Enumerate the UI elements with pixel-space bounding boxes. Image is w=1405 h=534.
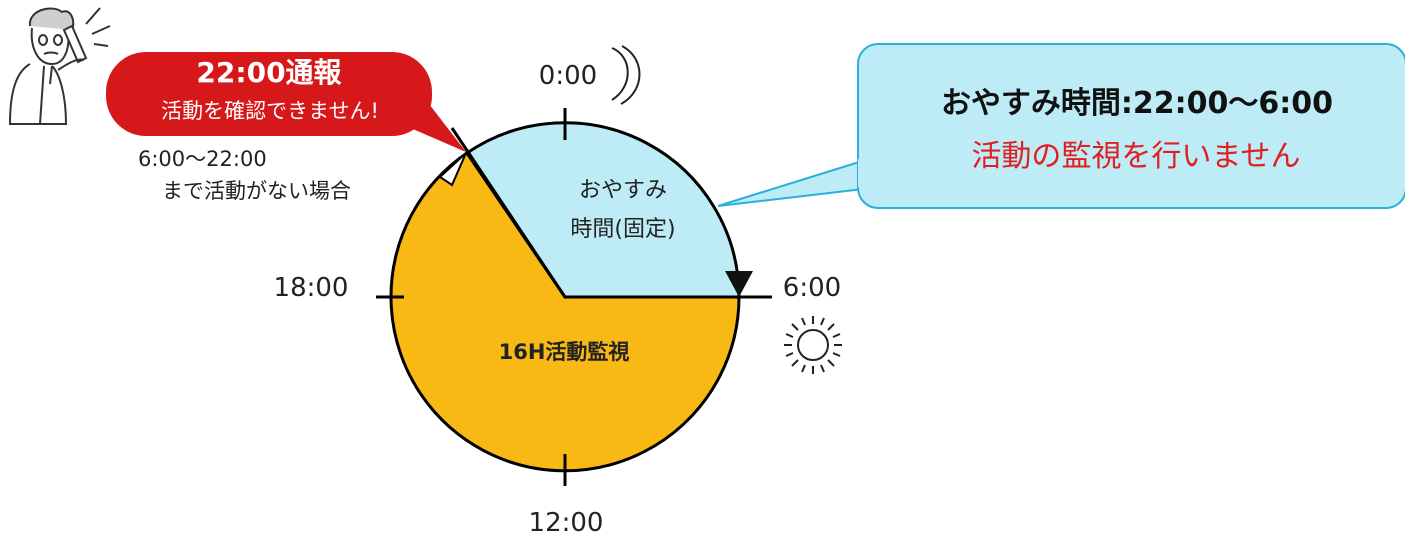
label-18: 18:00 — [274, 273, 349, 303]
condition-line1: 6:00～22:00 — [138, 147, 267, 171]
person-on-phone-icon — [8, 7, 111, 125]
crescent-moon-icon — [611, 45, 641, 105]
info-title: おやすみ時間:22:00～6:00 — [941, 86, 1333, 121]
start-marker — [438, 152, 467, 187]
monitor-sector — [389, 150, 741, 473]
monitor-label: 16H活動監視 — [499, 340, 630, 364]
alert-bubble — [106, 52, 466, 152]
label-6: 6:00 — [783, 273, 841, 303]
sleep-sector — [464, 121, 741, 299]
alert-title: 22:00通報 — [196, 56, 342, 89]
label-0: 0:00 — [539, 61, 597, 91]
hand-22 — [450, 127, 567, 298]
sleep-label-line2: 時間(固定) — [570, 217, 675, 242]
sun-icon — [784, 316, 842, 374]
end-marker — [725, 271, 753, 297]
info-message: 活動の監視を行いません — [971, 139, 1300, 174]
sleep-label-line1: おやすみ — [579, 178, 667, 203]
condition-line2: まで活動がない場合 — [162, 179, 351, 203]
label-12: 12:00 — [529, 508, 604, 534]
alert-message: 活動を確認できません! — [161, 99, 379, 123]
info-bubble — [717, 43, 1405, 209]
